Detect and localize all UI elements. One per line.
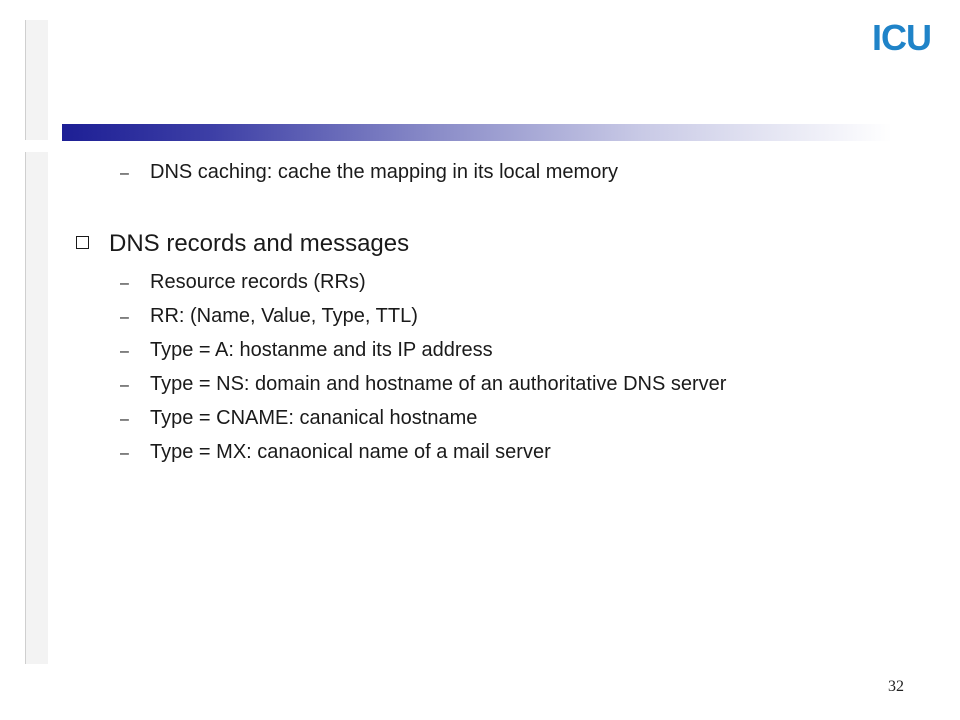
dash-marker: –: [120, 343, 129, 360]
dash-marker: –: [120, 377, 129, 394]
bullet-text: DNS records and messages: [109, 230, 410, 257]
dash-marker: –: [120, 445, 129, 462]
header-gradient-bar: [62, 124, 892, 141]
page-number: 32: [888, 678, 904, 695]
icu-logo: ICU: [872, 17, 932, 58]
sub-item-text: Resource records (RRs): [150, 271, 366, 293]
sub-item: – Resource records (RRs): [120, 270, 366, 296]
dash-marker: –: [120, 309, 129, 326]
bullet-dns-records: DNS records and messages: [72, 230, 409, 258]
sub-item: – Type = MX: canaonical name of a mail se…: [120, 440, 551, 466]
dash-marker: –: [120, 165, 129, 182]
dash-item-caching: – DNS caching: cache the mapping in its l…: [120, 160, 618, 186]
sub-item-text: Type = MX: canaonical name of a mail ser…: [150, 441, 551, 463]
left-decor-bar-bottom: [25, 152, 48, 664]
square-bullet-icon: [76, 236, 89, 249]
dash-marker: –: [120, 275, 129, 292]
sub-item: – Type = CNAME: cananical hostname: [120, 406, 477, 432]
sub-item: – Type = NS: domain and hostname of an au…: [120, 372, 726, 398]
sub-item: – Type = A: hostanme and its IP address: [120, 338, 493, 364]
left-decor-bar-top: [25, 20, 48, 140]
sub-item-text: Type = NS: domain and hostname of an aut…: [150, 373, 727, 395]
sub-item-text: RR: (Name, Value, Type, TTL): [150, 305, 418, 327]
dash-item-text: DNS caching: cache the mapping in its lo…: [150, 161, 618, 183]
sub-item-text: Type = CNAME: cananical hostname: [150, 407, 478, 429]
dash-marker: –: [120, 411, 129, 428]
sub-item: – RR: (Name, Value, Type, TTL): [120, 304, 418, 330]
sub-item-text: Type = A: hostanme and its IP address: [150, 339, 493, 361]
